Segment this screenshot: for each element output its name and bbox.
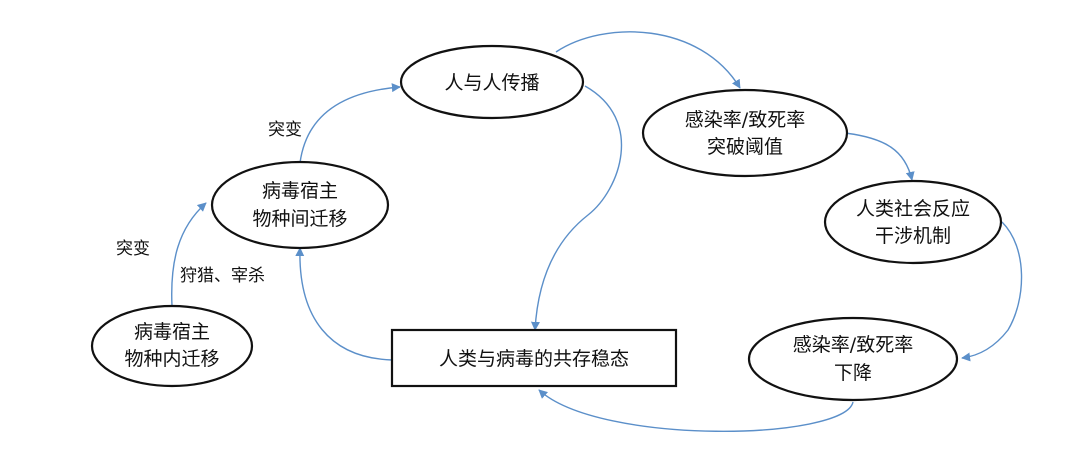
edge-intra-to-inter	[171, 202, 207, 307]
node-threshold-line2: 突破阈值	[707, 136, 783, 158]
edge-coexistence-to-inter	[295, 247, 393, 361]
node-human-to-human-transmission: 人与人传播	[399, 44, 585, 120]
node-decline-line2: 下降	[834, 362, 872, 384]
node-inter-species-migration: 病毒宿主 物种间迁移	[210, 160, 390, 250]
node-threshold-line1: 感染率/致死率	[685, 109, 805, 131]
node-inter-line1: 病毒宿主	[262, 180, 338, 202]
edge-threshold-to-social	[844, 132, 915, 181]
edges	[171, 31, 1023, 432]
node-intra-line1: 病毒宿主	[134, 321, 210, 343]
node-social-line2: 干涉机制	[875, 225, 951, 247]
node-human-line1: 人与人传播	[444, 72, 539, 94]
edge-labels: 突变 狩猎、宰杀 突变	[116, 120, 302, 286]
edge-human-to-coexistence	[530, 85, 623, 331]
node-intra-species-migration: 病毒宿主 物种内迁移	[90, 304, 254, 388]
mutation-label-upper: 突变	[268, 120, 302, 140]
hunting-slaughter-label: 狩猎、宰杀	[180, 266, 265, 286]
edge-inter-to-human	[299, 83, 401, 164]
node-threshold-breakthrough: 感染率/致死率 突破阈值	[641, 88, 849, 178]
node-coexistence-steady-state: 人类与病毒的共存稳态	[390, 328, 678, 388]
edge-human-to-threshold	[555, 31, 741, 89]
edge-social-to-decline	[961, 221, 1023, 362]
edge-decline-to-coexistence	[538, 389, 854, 432]
node-social-line1: 人类社会反应	[856, 198, 970, 220]
node-decline-line1: 感染率/致死率	[793, 334, 913, 356]
node-social-response: 人类社会反应 干涉机制	[823, 179, 1003, 265]
node-rate-decline: 感染率/致死率 下降	[747, 316, 959, 402]
node-intra-line2: 物种内迁移	[124, 348, 219, 370]
node-coexistence-line1: 人类与病毒的共存稳态	[439, 348, 629, 370]
mutation-label-lower: 突变	[116, 239, 150, 259]
node-inter-line2: 物种间迁移	[252, 208, 347, 230]
